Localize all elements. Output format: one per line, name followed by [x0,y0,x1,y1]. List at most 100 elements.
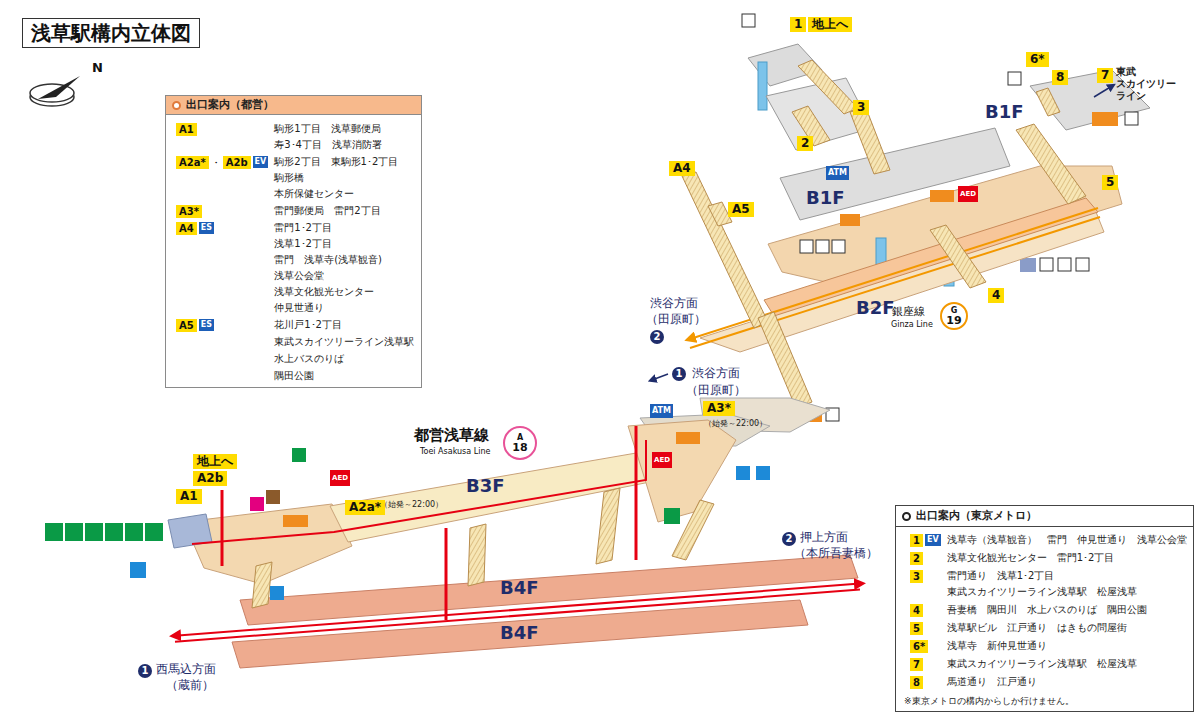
info-panel: 出口案内（都営）A1駒形1丁目 浅草郵便局寿3･4丁目 浅草消防署A2a*・A2… [165,95,422,388]
direction-text: （田原町） [686,383,746,398]
toei-b4f-platform [175,555,860,668]
direction-text: （蔵前） [166,678,214,693]
toei-facility-icons [664,508,680,524]
exit-badge: 6* [1026,52,1049,67]
exit-badge: A3* [703,401,735,416]
exit-code: A2b [193,471,227,486]
direction-marker: 2押上方面（本所吾妻橋） [782,530,879,562]
exit-info: 本所保健センター [274,187,354,201]
exit-code: A1 [176,489,202,504]
toei-facility-icons [130,562,146,578]
metro-facility-icons [1125,112,1138,125]
exit-info: 浅草文化観光センター [274,285,374,299]
floor-label: B4F [500,623,539,643]
line-symbol: G19 [940,302,968,330]
compass-symbol [30,76,80,106]
toei-stairs [252,488,714,608]
exit-code: 7 [1097,68,1113,83]
exit-info: 浅草1･2丁目 [274,237,332,251]
exit-info: 雷門通り 浅草1･2丁目 [947,569,1055,583]
toei-b3f-concourse [700,398,830,432]
exit-info: 仲見世通り [274,301,324,315]
exit-badge: A5 [728,202,754,217]
metro-b1f-concourse [1092,112,1118,126]
exit-badge: A2b [193,471,227,486]
line-name: 東武 スカイツリー ライン [1116,66,1188,102]
direction-text: 西馬込方面 [156,662,216,677]
accessible-route [192,426,646,620]
exit-info: 浅草文化観光センター 雷門1･2丁目 [947,551,1115,565]
exit-info: 浅草寺（浅草観音） 雷門 仲見世通り 浅草公会堂 [947,533,1187,547]
metro-facility-icons [1040,258,1053,271]
metro-facility-icons [816,240,829,253]
direction-number: 1 [138,664,152,678]
exit-badge: 3 [853,100,869,115]
aed-icon: AED [652,452,672,468]
exit-info: 浅草駅ビル 江戸通り はきもの問屋街 [947,621,1127,635]
exit-code: A4 [669,161,695,176]
panel-note: ※東京メトロの構内からしか行けません。 [904,695,1074,707]
direction-marker: 2渋谷方面（田原町） [646,296,707,345]
line-symbol: A18 [503,426,537,460]
exit-info: 隅田公園 [274,369,314,383]
toei-facility-icons [45,523,63,541]
exit-code: A2a* [176,156,209,169]
exit-info: 雷門郵便局 雷門2丁目 [274,204,380,218]
exit-code: 1 [910,534,923,547]
exit-code: A3* [176,205,202,218]
toei-facility-icons [145,523,163,541]
accessible-route [192,440,646,544]
diagram-title: 浅草駅構内立体図 [22,18,200,48]
direction-marker: 1 西馬込方面（蔵前） [138,662,217,694]
line-name-en: Ginza Line [891,320,933,330]
panel-header-icon [902,512,911,521]
direction-arrows [652,86,1112,380]
exit-code: 6* [1026,52,1049,67]
escalator-mark: ES [199,222,214,234]
hours-note: （始発～22:00） [380,500,443,510]
stairs [1036,88,1060,116]
panel-heading: 出口案内（東京メトロ） [916,509,1037,523]
exit-code: 6* [910,640,928,653]
toei-stairs [252,562,272,608]
floor-label: B1F [985,102,1024,122]
floor-label: B4F [500,578,539,598]
stairs [682,60,1086,408]
aed-mark: AED [958,186,978,202]
exit-code: A5 [728,202,754,217]
metro-facility-icons [1008,72,1021,85]
exit-code: 5 [910,622,923,635]
metro-ground [766,78,872,150]
exit-badge: 7 [1097,68,1113,83]
exit-info: 馬道通り 江戸通り [947,675,1037,689]
exit-badge: A1 [176,489,202,504]
direction-arrows [652,374,668,380]
toei-b3f-concourse [168,398,830,584]
toei-b3f-concourse [628,420,736,522]
aed-icon: AED [958,186,978,202]
exit-code: 8 [1052,70,1068,85]
info-panel: 出口案内（東京メトロ）1EV浅草寺（浅草観音） 雷門 仲見世通り 浅草公会堂2浅… [895,505,1194,712]
exit-info: 花川戸1･2丁目 [274,318,342,332]
exit-badge: A4 [669,161,695,176]
toei-stairs [596,488,620,564]
line-name: 都営浅草線 [414,426,489,444]
north-mark: N [92,60,103,75]
compass-symbol [38,76,80,99]
exit-info: 東武スカイツリーライン浅草駅 [274,335,414,349]
aed-icon: AED [330,470,350,486]
floor-label: B1F [806,188,845,208]
line-letter: A [517,433,523,442]
exit-info: 東武スカイツリーライン浅草駅 松屋浅草 [947,657,1137,671]
toei-facility-icons [266,490,280,504]
toei-facility-icons [292,448,306,462]
direction-marker: 1渋谷方面（田原町） [672,366,747,399]
toei-facility-icons [65,523,83,541]
exit-badge: 2 [797,136,813,151]
escalator-mark: ES [199,319,214,331]
exit-code: 2 [910,552,923,565]
toei-facility-icons [676,432,700,444]
metro-facility-icons [742,14,755,27]
toei-facility-icons [250,497,264,511]
direction-text: 渋谷方面 [692,366,740,381]
